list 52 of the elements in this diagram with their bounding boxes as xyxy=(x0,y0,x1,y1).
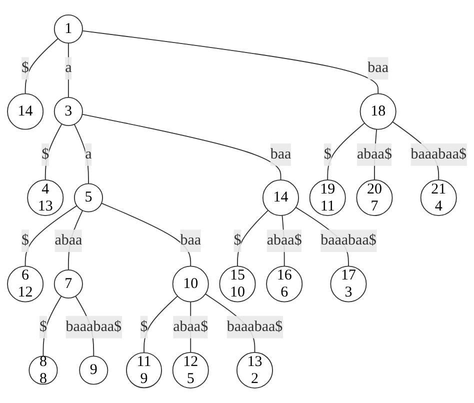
edge-label: $ xyxy=(140,318,148,335)
node-circle: 4 13 xyxy=(27,179,64,216)
node-circle: 3 xyxy=(54,96,83,126)
edge-label: $ xyxy=(22,60,30,76)
node-circle: 11 9 xyxy=(126,352,162,388)
node-circle: 9 xyxy=(79,356,108,385)
edge-label: baaabaa$ xyxy=(226,318,283,335)
node-circle: 15 10 xyxy=(219,266,256,302)
node-circle: 12 5 xyxy=(172,352,209,388)
edge-label: $ xyxy=(42,146,50,162)
edge-label: $ xyxy=(39,318,47,335)
edge-label: baaabaa$ xyxy=(320,232,376,248)
node-circle: 18 xyxy=(360,93,396,130)
node-circle: 8 8 xyxy=(28,356,58,385)
connector xyxy=(44,123,62,180)
edge-label: $ xyxy=(22,232,30,248)
connector xyxy=(24,38,59,94)
edge-label: $ xyxy=(324,146,332,162)
edge-label: baa xyxy=(368,60,388,76)
edge-label: abaa xyxy=(54,232,82,248)
connector xyxy=(74,124,89,184)
node-circle: 14 xyxy=(7,93,44,130)
edge-label: baaabaa$ xyxy=(410,146,466,162)
edge-label: baaabaa$ xyxy=(66,318,122,335)
node-circle: 10 xyxy=(172,266,209,302)
connector xyxy=(24,205,78,267)
connector xyxy=(327,122,366,180)
edge-label: baa xyxy=(270,146,292,162)
node-circle: 19 11 xyxy=(309,179,346,216)
node-circle: 6 12 xyxy=(7,266,44,302)
edge-label: abaa$ xyxy=(266,232,302,248)
node-circle: 16 6 xyxy=(266,266,303,302)
connector xyxy=(82,30,379,94)
node-circle: 17 3 xyxy=(330,266,367,302)
edge-label: a xyxy=(85,146,92,162)
node-circle: 7 xyxy=(54,269,83,299)
connector xyxy=(42,296,62,357)
node-circle: 14 xyxy=(262,179,300,216)
connector xyxy=(82,114,282,180)
edge-label: abaa$ xyxy=(173,318,208,335)
edge-label: a xyxy=(65,60,72,76)
node-circle: 13 2 xyxy=(236,352,274,388)
edge-label: baa xyxy=(180,232,202,248)
connector xyxy=(237,210,269,267)
connector xyxy=(100,202,192,267)
edge-label: $ xyxy=(234,232,242,248)
node-circle: 21 4 xyxy=(420,179,457,216)
edge-label: abaa$ xyxy=(356,146,392,162)
node-circle: 1 xyxy=(54,14,83,44)
connector xyxy=(144,296,178,354)
node-circle: 5 xyxy=(74,183,104,212)
node-circle: 20 7 xyxy=(356,179,393,216)
